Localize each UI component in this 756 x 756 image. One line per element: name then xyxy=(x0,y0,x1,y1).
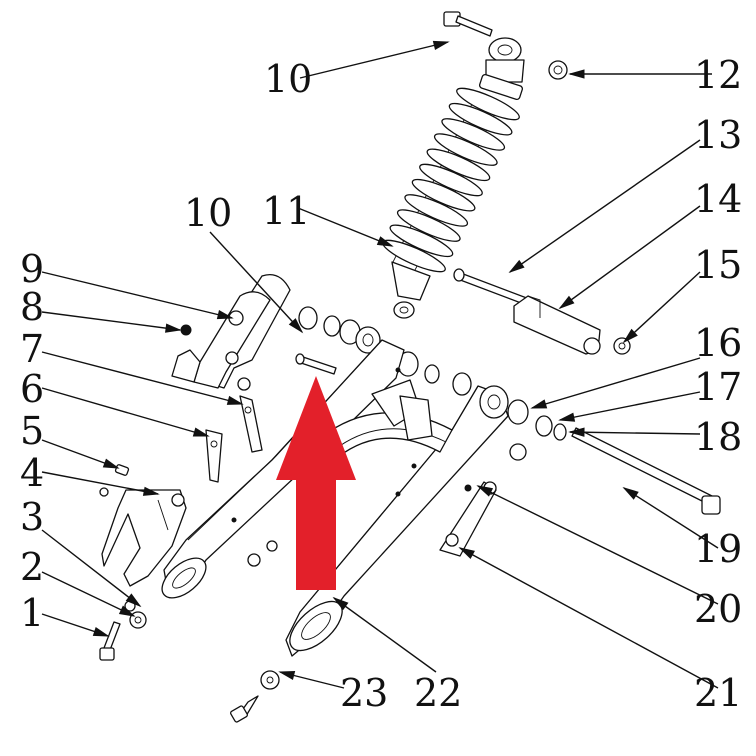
callout-labels: 1 2 3 4 5 6 7 8 9 10 10 11 12 13 14 15 1… xyxy=(20,53,742,715)
spring-coil xyxy=(419,163,483,197)
shock-absorber xyxy=(382,37,525,319)
pivot-pin-13 xyxy=(453,268,533,307)
top-bolt xyxy=(443,11,493,37)
leader-arrowhead xyxy=(568,427,585,437)
leader-arrowhead xyxy=(92,626,110,637)
nut-15 xyxy=(613,337,631,355)
callout-8: 8 xyxy=(20,285,44,329)
leader-arrowhead xyxy=(226,395,244,405)
leader-arrowhead xyxy=(458,547,475,560)
leader-arrowheads xyxy=(92,40,639,681)
leader-arrowhead xyxy=(142,486,160,496)
leader-arrowhead xyxy=(476,485,494,497)
spring-coil xyxy=(396,209,461,242)
leader-arrowhead xyxy=(102,458,120,469)
leader-arrowhead xyxy=(558,295,575,310)
spring-coil xyxy=(404,194,469,227)
leader-arrowhead xyxy=(558,412,576,422)
spring-coil xyxy=(426,148,491,182)
leader-arrowhead xyxy=(530,399,548,409)
red-up-arrow xyxy=(276,376,356,590)
pivot-washers xyxy=(507,399,567,441)
spring-coil xyxy=(441,118,506,151)
callout-2: 2 xyxy=(20,545,44,589)
spring-coil xyxy=(433,133,498,166)
callout-14: 14 xyxy=(694,177,742,221)
leader-arrowhead xyxy=(332,596,349,611)
callout-10-left: 10 xyxy=(184,191,232,235)
leader-arrowhead xyxy=(622,328,638,344)
callout-23: 23 xyxy=(340,671,388,715)
spring-coil xyxy=(411,178,476,212)
leader-arrowhead xyxy=(278,670,296,681)
bracket-4 xyxy=(99,487,187,587)
callout-3: 3 xyxy=(20,495,44,539)
callout-10-top: 10 xyxy=(264,57,312,101)
bolt-23 xyxy=(230,670,280,723)
callout-11: 11 xyxy=(262,189,310,233)
callout-20: 20 xyxy=(694,587,742,631)
spring-coil xyxy=(448,102,513,136)
callout-12: 12 xyxy=(694,53,742,97)
leader-arrowhead xyxy=(192,427,210,437)
leader-arrowhead xyxy=(288,318,304,334)
leader-arrowhead xyxy=(508,259,525,274)
leader-arrowhead xyxy=(118,605,136,617)
top-nut xyxy=(548,60,568,80)
callout-9: 9 xyxy=(20,247,44,291)
link-plate-9 xyxy=(171,273,291,389)
callout-22: 22 xyxy=(414,671,462,715)
bolt-8 xyxy=(180,324,251,391)
callout-5: 5 xyxy=(20,409,44,453)
callout-16: 16 xyxy=(694,321,742,365)
spring-coil xyxy=(389,224,454,258)
callout-17: 17 xyxy=(694,365,742,409)
leader-arrowhead xyxy=(568,69,585,79)
small-parts xyxy=(114,395,263,483)
callout-21: 21 xyxy=(694,671,742,715)
callout-6: 6 xyxy=(20,367,44,411)
bracket-14 xyxy=(513,295,601,355)
leader-arrowhead xyxy=(165,323,182,333)
spring-coil xyxy=(456,87,520,121)
callout-1: 1 xyxy=(20,591,44,635)
leader-arrowhead xyxy=(622,487,639,500)
callout-15: 15 xyxy=(694,243,742,287)
leader-arrowhead xyxy=(125,593,142,608)
leader-arrowhead xyxy=(216,310,234,320)
leader-arrowhead xyxy=(432,40,450,50)
callout-18: 18 xyxy=(694,415,742,459)
callout-19: 19 xyxy=(694,527,742,571)
bolts-1-2-3 xyxy=(99,540,278,661)
callout-4: 4 xyxy=(20,451,44,495)
callout-7: 7 xyxy=(20,327,44,371)
callout-13: 13 xyxy=(694,113,742,157)
leader-arrowhead xyxy=(376,236,394,247)
